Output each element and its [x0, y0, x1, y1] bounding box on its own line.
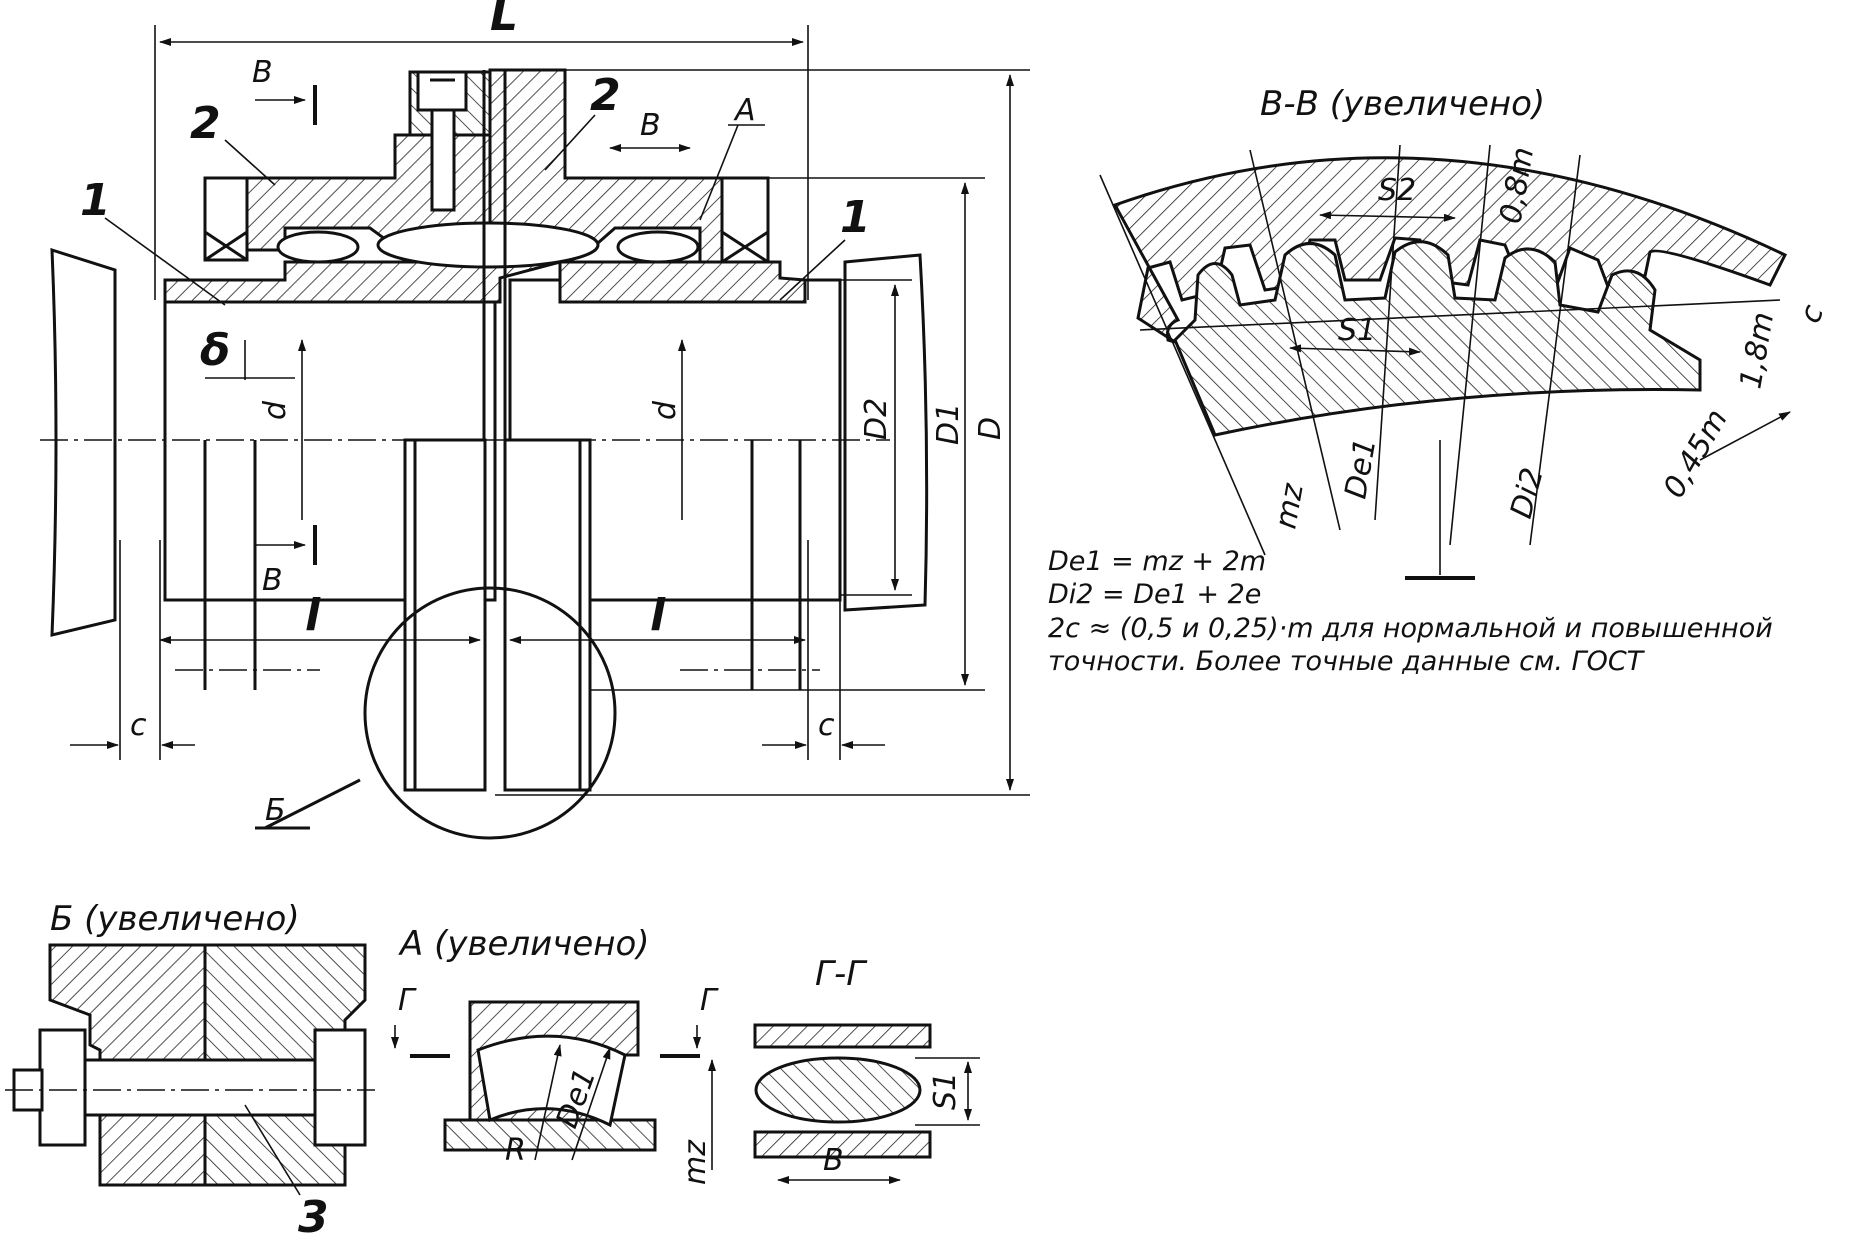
formula-3: 2c ≈ (0,5 и 0,25)·m для нормальной и пов…: [1048, 613, 1773, 644]
detail-a-mz: mz: [678, 1139, 713, 1185]
dim-l-left-label: l: [305, 590, 321, 641]
section-vv-view: В-В (увеличено) S2 S1 0,8m 1,8m 0,45m c …: [1048, 84, 1831, 677]
part-2-right-label: 2: [590, 70, 621, 121]
detail-a-mark-right: Г: [700, 983, 719, 1018]
section-vv-S2: S2: [1378, 173, 1416, 208]
section-gg-bottom-bar: [753, 1130, 932, 1159]
detail-b-view: Б (увеличено) 3: [5, 899, 375, 1241]
section-vv-title: В-В (увеличено): [1260, 84, 1545, 124]
section-mark-top: В: [252, 55, 273, 90]
section-vv-045m: 0,45m: [1657, 403, 1735, 504]
dim-D1-label: D1: [931, 403, 966, 445]
dim-c-left-label: c: [130, 708, 147, 743]
section-vv-hub: [1173, 240, 1702, 437]
right-seal-box: [720, 176, 770, 264]
section-gg-top-bar: [753, 1023, 932, 1049]
detail-b-part-3: 3: [298, 1192, 329, 1236]
dim-D2-label: D2: [859, 398, 894, 440]
section-vv-mz: mz: [1268, 480, 1310, 532]
dim-c-right-label: c: [818, 708, 835, 743]
detail-B-marker: Б: [265, 793, 286, 828]
flange-bolt-shank: [430, 108, 456, 212]
part-2-left-label: 2: [190, 98, 221, 149]
detail-b-callout-circle: [363, 586, 617, 840]
dim-B-label: B: [640, 108, 661, 143]
dim-delta-label: δ: [200, 325, 230, 376]
lower-flange-left: [403, 438, 487, 792]
dim-D-label: D: [973, 417, 1008, 440]
flange-bolt-head: [416, 70, 468, 112]
detail-a-view: А (увеличено) Г Г R De1 mz: [391, 924, 719, 1185]
section-vv-Di2: Di2: [1504, 464, 1551, 522]
detail-b-bolt-head: [313, 1028, 367, 1147]
detail-b-nut: [38, 1028, 87, 1147]
dim-l-right-label: l: [650, 590, 666, 641]
section-gg-S1: S1: [928, 1072, 963, 1110]
left-tooth-crown: [276, 230, 360, 264]
detail-a-mark-left: Г: [398, 983, 417, 1018]
lower-flange-right: [503, 438, 592, 792]
right-tooth-crown: [616, 230, 700, 264]
left-shaft: [50, 247, 117, 637]
formula-4: точности. Более точные данные см. ГОСТ: [1048, 646, 1646, 677]
dim-d-right-label: d: [648, 400, 683, 420]
section-mark-bottom: В: [262, 563, 283, 598]
section-vv-sleeve: [1112, 156, 1788, 344]
section-gg-view: Г-Г S1 B: [753, 954, 980, 1184]
section-gg-tooth: [754, 1056, 922, 1124]
detail-b-title: Б (увеличено): [50, 899, 300, 939]
section-vv-S1: S1: [1338, 313, 1376, 348]
main-assembly-view: L D D1 D2 d d l l c c B δ В В А Б 1 1 2 …: [40, 0, 1030, 840]
part-1-left-label: 1: [80, 175, 111, 226]
center-spacer: [376, 221, 600, 269]
right-shaft: [843, 253, 929, 612]
dim-d-left-label: d: [258, 400, 293, 420]
section-gg-B: B: [823, 1143, 844, 1178]
detail-a-R: R: [505, 1133, 526, 1168]
part-1-right-hub-section: [558, 260, 807, 304]
dim-L-label: L: [490, 0, 518, 41]
section-vv-c: c: [1793, 300, 1832, 328]
formula-2: Di2 = De1 + 2e: [1048, 579, 1261, 610]
formula-1: De1 = mz + 2m: [1048, 546, 1266, 577]
detail-A-marker: А: [733, 93, 756, 128]
section-gg-title: Г-Г: [815, 954, 868, 994]
section-vv-18m: 1,8m: [1733, 310, 1781, 392]
part-1-right-label: 1: [840, 192, 871, 243]
detail-a-bottom-part: [443, 1118, 657, 1152]
detail-a-title: А (увеличено): [398, 924, 650, 964]
